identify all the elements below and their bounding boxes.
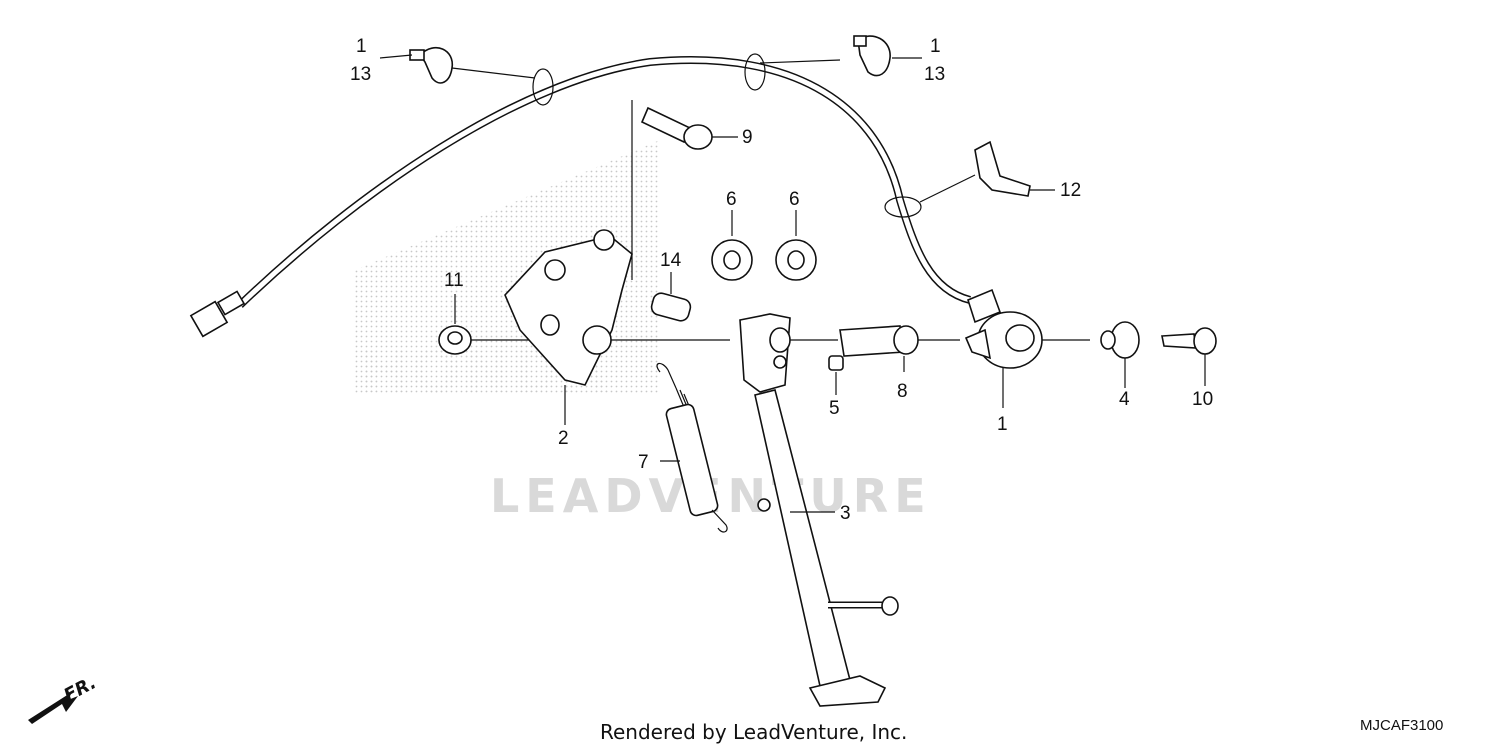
callout-clip-right-a: 1 — [930, 36, 941, 57]
rendered-by-text: Rendered by LeadVenture, Inc. — [600, 720, 907, 744]
flange-bolt-9 — [631, 100, 738, 280]
callout-stand-3: 3 — [840, 503, 851, 524]
callout-nut-11: 11 — [444, 270, 464, 291]
flange-nut-11 — [438, 294, 530, 355]
callout-collar-14: 14 — [660, 250, 682, 271]
washer-4 — [1100, 321, 1140, 388]
callout-clip-left-b: 13 — [350, 64, 371, 85]
side-stand-3 — [739, 313, 899, 707]
diagram-code: MJCAF3100 — [1360, 717, 1443, 734]
cable-bracket-12 — [919, 140, 1055, 203]
callout-nut-5: 5 — [829, 398, 840, 419]
return-spring-7 — [656, 362, 728, 533]
callout-clip-right-b: 13 — [924, 64, 945, 85]
stand-bracket-2 — [504, 229, 730, 425]
callout-switch-1: 1 — [997, 414, 1008, 435]
switch-cable — [189, 53, 972, 338]
arrow-front-icon: FR. — [28, 672, 100, 724]
callout-bracket-2: 2 — [558, 428, 569, 449]
pivot-bolt-8 — [790, 325, 960, 372]
callout-screw-10: 10 — [1192, 389, 1213, 410]
callout-spring-7: 7 — [638, 452, 649, 473]
nut-5 — [828, 355, 844, 395]
cable-clip-left — [379, 46, 536, 84]
callout-bracket-12: 12 — [1060, 180, 1081, 201]
callout-washer-6b: 6 — [789, 189, 800, 210]
callout-bolt-9: 9 — [742, 127, 753, 148]
side-stand-switch-1 — [964, 288, 1090, 408]
collar-14 — [650, 272, 692, 322]
cable-clip-right — [759, 35, 922, 77]
washer-6-a — [711, 210, 753, 281]
washer-6-b — [775, 210, 817, 281]
callout-washer-4: 4 — [1119, 389, 1130, 410]
callout-clip-left-a: 1 — [356, 36, 367, 57]
screw-10 — [1161, 327, 1217, 386]
callout-washer-6a: 6 — [726, 189, 737, 210]
callout-bolt-8: 8 — [897, 381, 908, 402]
